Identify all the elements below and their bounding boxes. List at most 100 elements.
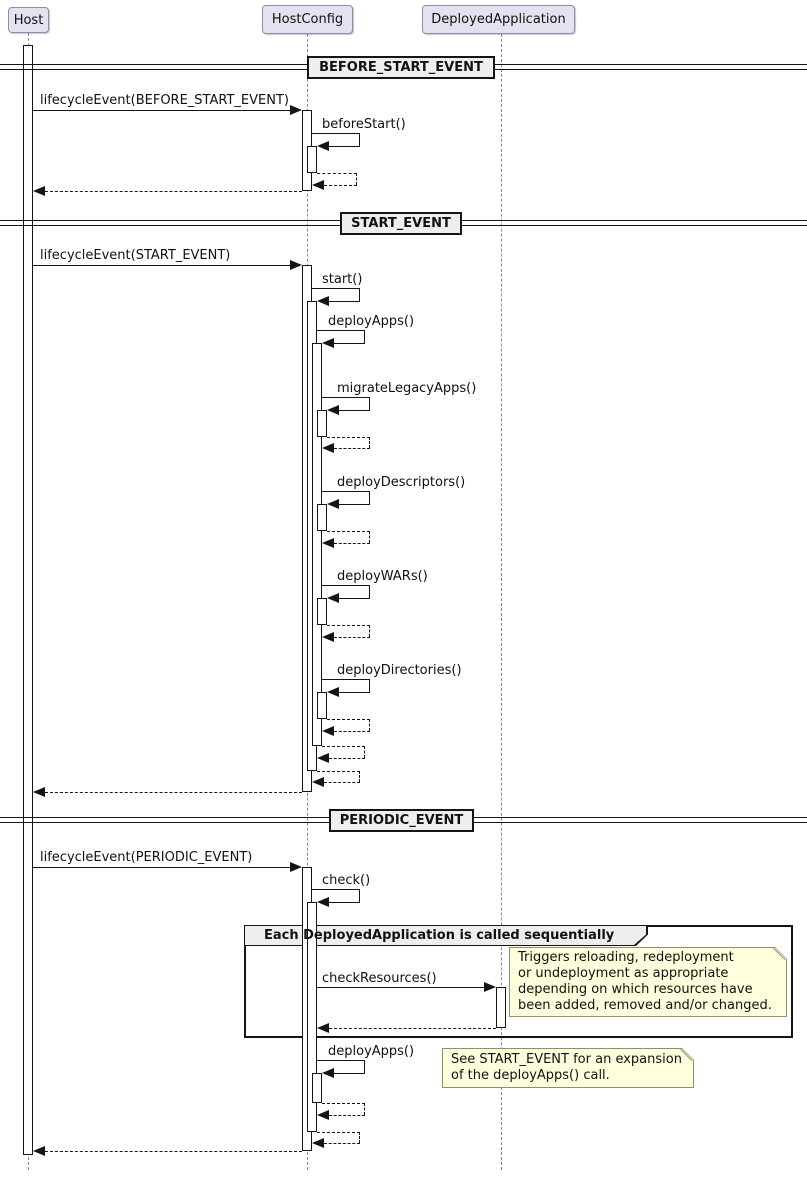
self-call-return-line [334, 343, 365, 344]
arrowhead [322, 632, 334, 642]
arrowhead [327, 593, 339, 603]
self-return-loop [327, 625, 370, 637]
self-return-line [334, 637, 370, 638]
participant-hostconfig: HostConfig [262, 5, 353, 34]
arrowhead [317, 296, 329, 306]
arrowhead [327, 687, 339, 697]
activation-deploywars [317, 598, 327, 625]
self-call-loop [312, 133, 360, 146]
group-header [245, 926, 646, 945]
call-arrow-line [33, 867, 290, 868]
return-arrow-line [45, 792, 302, 793]
arrowhead [312, 180, 324, 190]
self-call-loop [317, 330, 365, 343]
self-return-line [329, 758, 365, 759]
divider-label: START_EVENT [351, 216, 451, 231]
message-label-beforestart: beforeStart() [322, 117, 406, 132]
return-arrow-line [329, 1028, 496, 1029]
arrowhead [322, 443, 334, 453]
divider-start-event: START_EVENT [340, 212, 462, 235]
activation-host [23, 45, 33, 1155]
message-label-lifecycle-periodic: lifecycleEvent(PERIODIC_EVENT) [40, 850, 253, 865]
divider-before-start-event: BEFORE_START_EVENT [307, 56, 495, 79]
return-arrow-line [45, 1151, 302, 1152]
lifeline-deployedapplication [501, 34, 502, 1170]
activation-deployapps [312, 343, 322, 746]
arrowhead [290, 105, 302, 115]
self-call-loop [322, 397, 370, 410]
arrowhead [317, 1110, 329, 1120]
arrowhead [290, 260, 302, 270]
arrowhead [327, 499, 339, 509]
self-return-loop [322, 1103, 365, 1115]
arrowhead [290, 862, 302, 872]
self-call-loop [317, 1060, 365, 1073]
message-label-deployapps-periodic: deployApps() [328, 1044, 415, 1059]
call-arrow-line [33, 110, 290, 111]
divider-periodic-event: PERIODIC_EVENT [329, 809, 474, 832]
self-call-return-line [339, 598, 370, 599]
activation-check [307, 902, 317, 1132]
message-label-start: start() [322, 272, 363, 287]
self-call-loop [322, 585, 370, 598]
activation-deploydirectories [317, 692, 327, 719]
message-label-deploydirectories: deployDirectories() [337, 663, 462, 678]
arrowhead [322, 726, 334, 736]
arrowhead [322, 1068, 334, 1078]
self-return-line [334, 731, 370, 732]
self-call-return-line [334, 1073, 365, 1074]
activation-deployapps-periodic [312, 1073, 322, 1103]
self-return-line [334, 543, 370, 544]
message-label-deployapps: deployApps() [328, 314, 415, 329]
participant-hostconfig-label: HostConfig [271, 12, 344, 27]
arrowhead [312, 1138, 324, 1148]
self-return-loop [322, 746, 365, 758]
group-title: Each DeployedApplication is called seque… [264, 928, 615, 943]
self-return-loop [327, 437, 370, 448]
call-arrow-line [317, 987, 484, 988]
arrowhead [317, 897, 329, 907]
self-return-line [329, 1115, 365, 1116]
message-label-lifecycle-before-start: lifecycleEvent(BEFORE_START_EVENT) [40, 93, 289, 108]
self-return-line [324, 185, 357, 186]
self-return-loop [317, 771, 360, 782]
divider-label: PERIODIC_EVENT [339, 813, 464, 828]
message-label-deploywars: deployWARs() [337, 569, 428, 584]
arrowhead [322, 538, 334, 548]
self-return-loop [327, 719, 370, 731]
self-call-return-line [329, 902, 360, 903]
message-label-lifecycle-start: lifecycleEvent(START_EVENT) [40, 248, 231, 263]
note-check-resources [510, 948, 786, 1016]
activation-beforestart [307, 146, 317, 173]
self-return-line [334, 448, 370, 449]
self-return-loop [317, 173, 357, 185]
self-return-loop [317, 1132, 360, 1143]
participant-host-label: Host [13, 12, 44, 28]
arrowhead [33, 186, 45, 196]
message-label-deploydescriptors: deployDescriptors() [337, 475, 466, 490]
participant-deployedapplication-label: DeployedApplication [431, 12, 566, 27]
self-call-loop [322, 491, 370, 504]
self-call-loop [312, 889, 360, 902]
arrowhead [484, 982, 496, 992]
message-label-migratelegacyapps: migrateLegacyApps() [337, 381, 477, 396]
self-call-return-line [339, 504, 370, 505]
self-return-loop [327, 531, 370, 543]
self-return-line [324, 1143, 360, 1144]
arrowhead [327, 405, 339, 415]
self-call-return-line [329, 301, 360, 302]
return-arrow-line [45, 191, 302, 192]
message-label-checkresources: checkResources() [322, 971, 437, 986]
message-label-check: check() [322, 873, 371, 888]
self-call-return-line [339, 692, 370, 693]
note-check-resources-text: Triggers reloading, redeployment or unde… [518, 950, 772, 1013]
self-call-return-line [339, 410, 370, 411]
self-call-loop [322, 679, 370, 692]
participant-deployedapplication: DeployedApplication [422, 5, 575, 34]
arrowhead [312, 777, 324, 787]
arrowhead [33, 787, 45, 797]
self-call-return-line [329, 146, 360, 147]
arrowhead [317, 753, 329, 763]
participant-host: Host [8, 7, 49, 33]
